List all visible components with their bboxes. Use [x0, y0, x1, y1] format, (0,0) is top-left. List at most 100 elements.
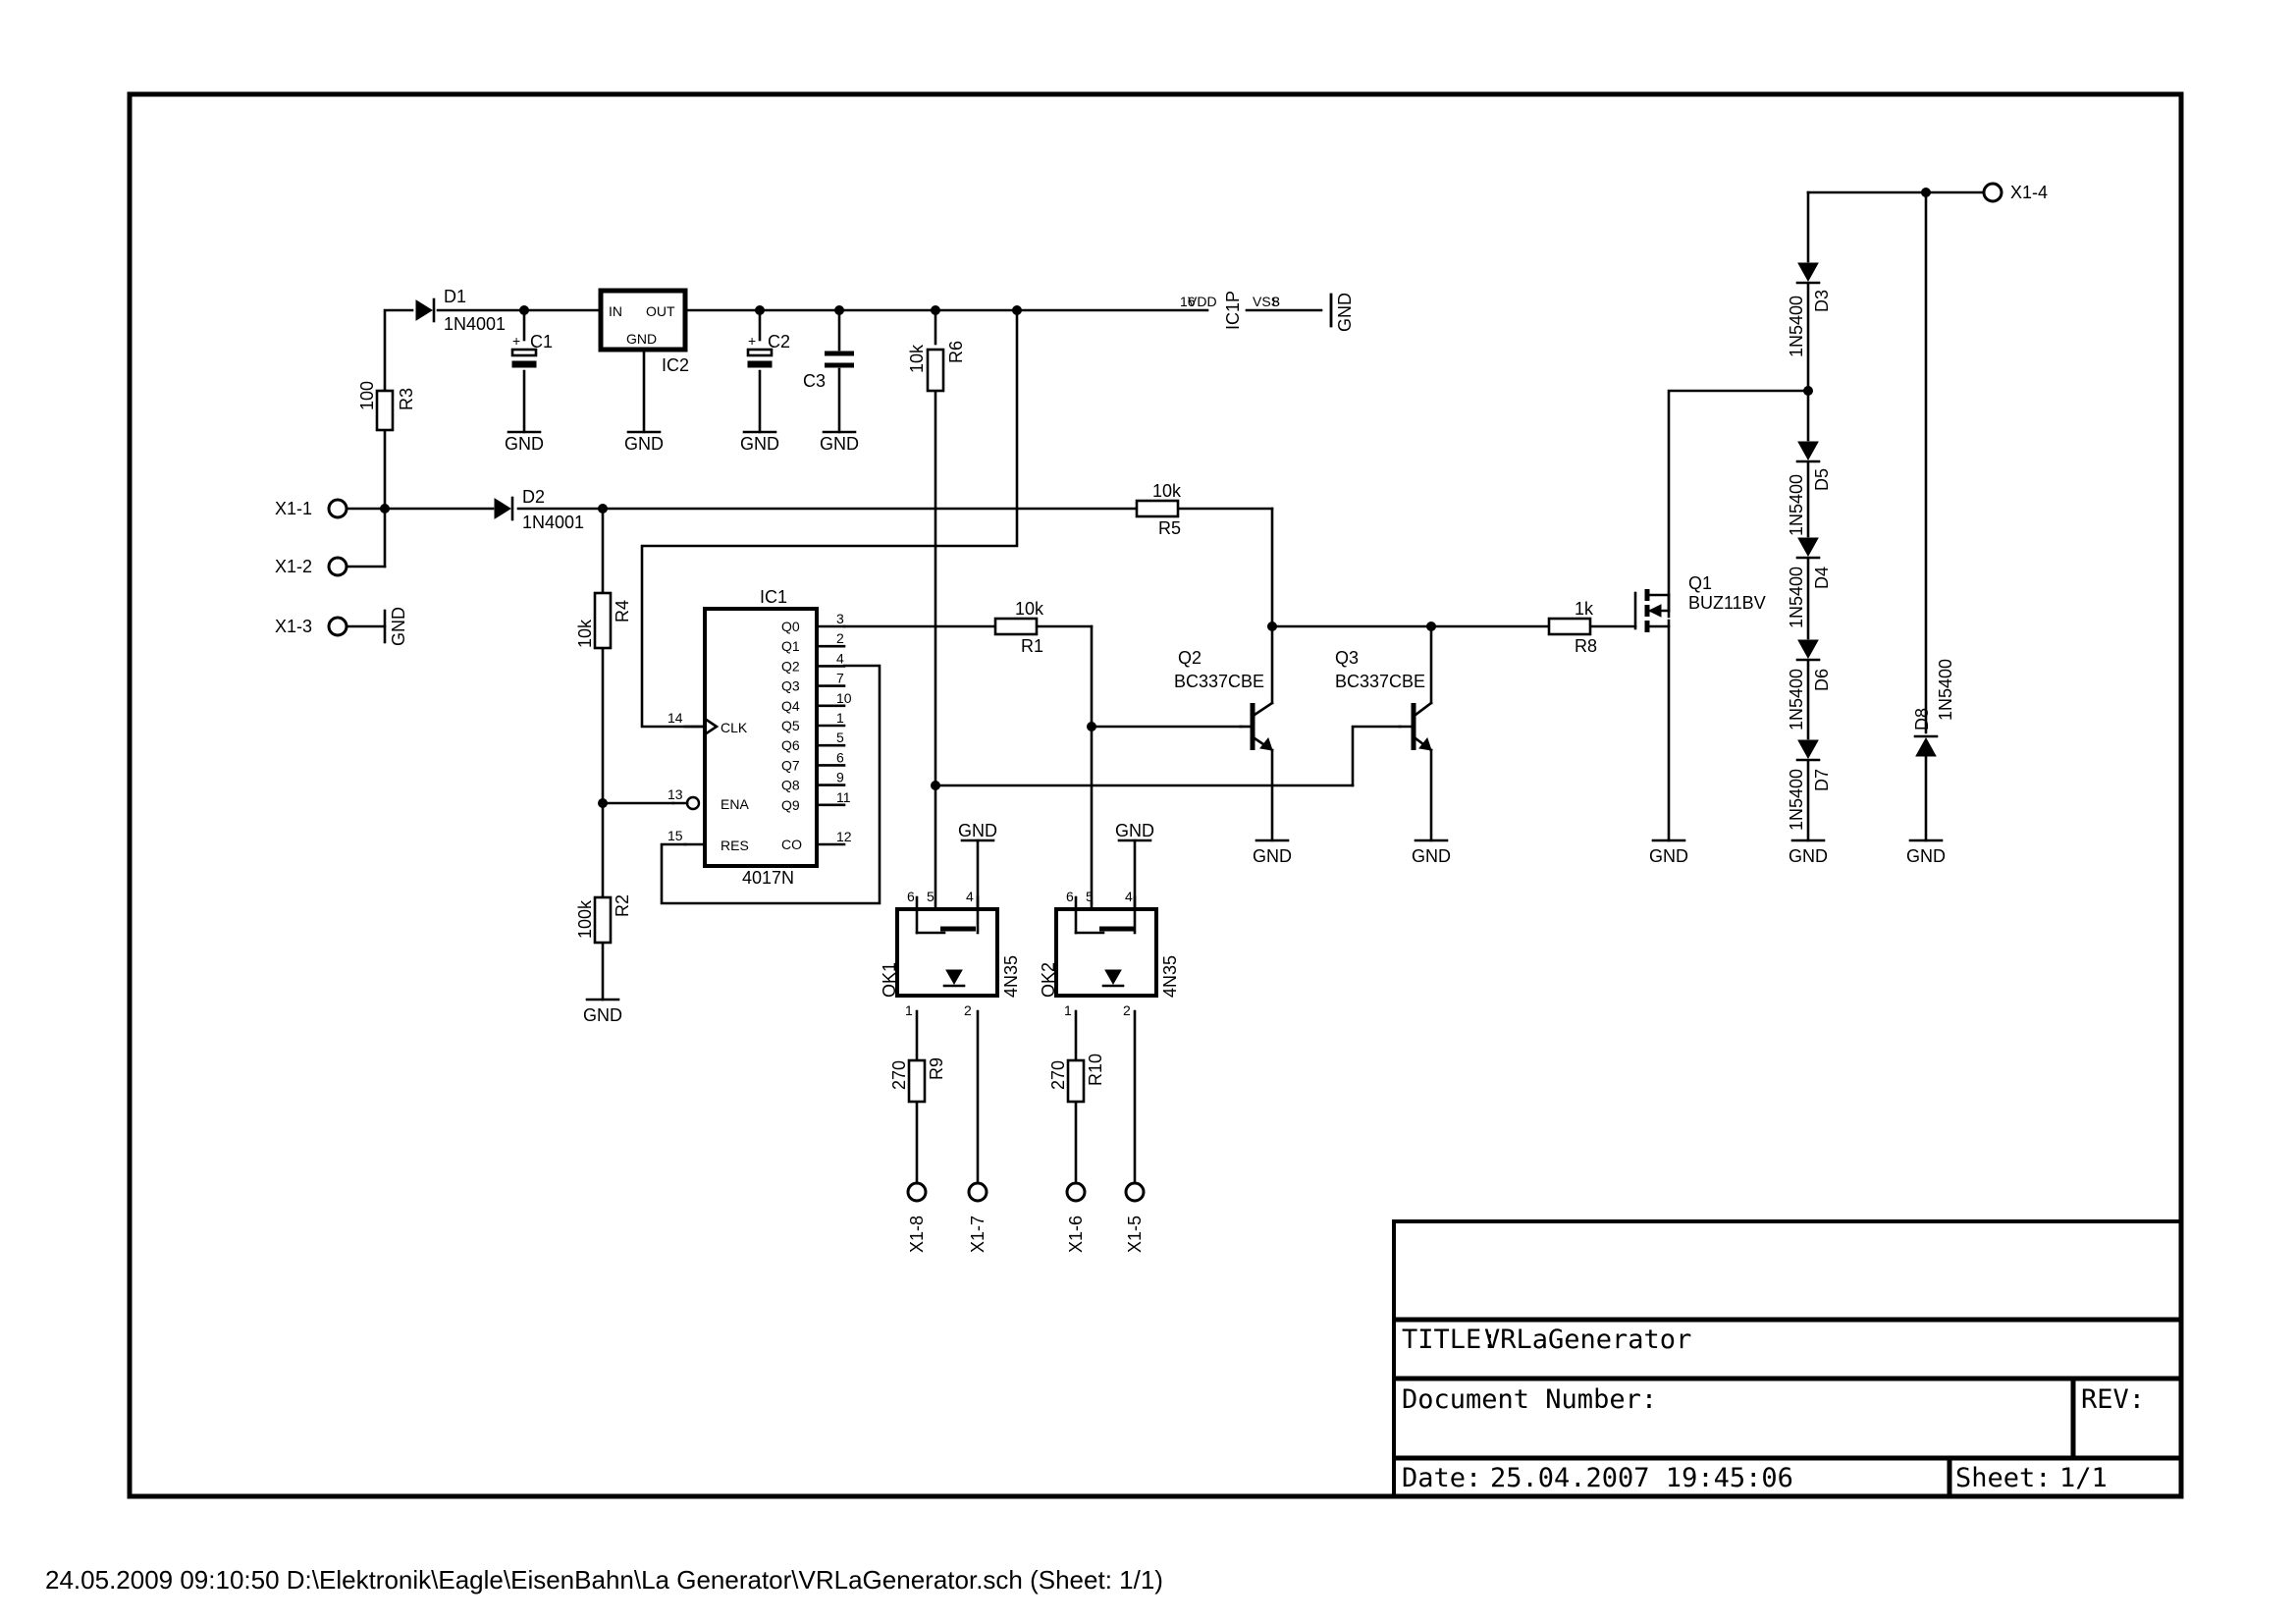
- diode-d3: 1N5400 D3: [1787, 262, 1832, 357]
- svg-text:BC337CBE: BC337CBE: [1174, 672, 1264, 691]
- svg-text:10k: 10k: [907, 344, 927, 373]
- connector-x1-7: X1-7: [967, 1181, 988, 1253]
- diode-d7: 1N5400 D7: [1787, 739, 1832, 831]
- svg-text:X1-8: X1-8: [907, 1216, 927, 1253]
- ic1-pin-num-q3: 7: [836, 671, 844, 686]
- svg-text:Q1: Q1: [1688, 573, 1712, 593]
- svg-text:GND: GND: [1335, 293, 1355, 332]
- transistor-q2: Q2 BC337CBE: [1174, 648, 1274, 752]
- resistor-r9: 270 R9: [889, 1057, 946, 1104]
- svg-text:D6: D6: [1812, 669, 1832, 691]
- svg-text:1: 1: [1064, 1002, 1072, 1018]
- resistor-r8: 1k R8: [1547, 599, 1597, 656]
- svg-text:X1-1: X1-1: [275, 499, 312, 518]
- svg-text:C3: C3: [803, 371, 826, 391]
- optocoupler-ok2: 6 5 4 1 2 OK2 4N35: [1039, 889, 1180, 1018]
- svg-text:GND: GND: [958, 821, 997, 840]
- svg-text:BC337CBE: BC337CBE: [1335, 672, 1425, 691]
- rev-label: REV:: [2081, 1384, 2145, 1415]
- ic1-pin-num-q4: 10: [836, 690, 852, 706]
- capacitor-c3: C3: [803, 351, 854, 391]
- svg-text:R8: R8: [1575, 636, 1597, 656]
- svg-text:OK1: OK1: [880, 962, 899, 998]
- resistor-r2: 100k R2: [575, 894, 632, 945]
- svg-text:GND: GND: [1253, 846, 1292, 866]
- svg-text:270: 270: [1048, 1060, 1068, 1090]
- ic1-pin-num-q5: 1: [836, 710, 844, 726]
- svg-text:1N4001: 1N4001: [522, 513, 584, 532]
- optocoupler-ok1: 6 5 4 1 2 OK1 4N35: [880, 889, 1021, 1018]
- ic1-pin-num-q9: 11: [836, 789, 851, 805]
- svg-text:R6: R6: [946, 341, 966, 363]
- svg-text:GND: GND: [1412, 846, 1451, 866]
- svg-text:GND: GND: [626, 331, 657, 347]
- diode-d5: 1N5400 D5: [1787, 441, 1832, 536]
- connector-x1-4: X1-4: [1982, 182, 2048, 203]
- svg-text:X1-3: X1-3: [275, 617, 312, 636]
- gnd-ic2: GND: [624, 430, 664, 454]
- svg-text:X1-6: X1-6: [1066, 1216, 1086, 1253]
- resistor-r10: 270 R10: [1048, 1054, 1105, 1104]
- ic1-pin-num-q6: 5: [836, 730, 844, 745]
- svg-text:R2: R2: [613, 894, 632, 917]
- svg-text:100k: 100k: [575, 899, 595, 939]
- ic1-pin-name-q1: Q1: [781, 638, 800, 654]
- svg-text:C1: C1: [530, 332, 553, 352]
- connector-x1-6: X1-6: [1065, 1181, 1087, 1253]
- resistor-r1: 10k R1: [993, 599, 1044, 656]
- svg-text:GND: GND: [820, 434, 859, 454]
- svg-text:15: 15: [667, 828, 683, 843]
- drawing-frame: [127, 91, 2184, 1499]
- svg-text:13: 13: [667, 786, 683, 802]
- svg-text:R4: R4: [613, 600, 632, 622]
- svg-text:BUZ11BV: BUZ11BV: [1688, 593, 1766, 613]
- svg-text:X1-4: X1-4: [2010, 183, 2048, 202]
- title-value: VRLaGenerator: [1484, 1325, 1691, 1355]
- svg-text:+: +: [512, 333, 520, 349]
- gnd-q1: GND: [1649, 839, 1688, 866]
- wires: [346, 190, 1985, 1186]
- gnd-c1: GND: [505, 430, 544, 454]
- title-label: TITLE:: [1402, 1325, 1498, 1355]
- ic1-pin-name-q7: Q7: [781, 757, 800, 773]
- mosfet-q1: Q1 BUZ11BV: [1633, 573, 1766, 632]
- ic1-pin-name-q6: Q6: [781, 737, 800, 753]
- svg-text:+: +: [748, 333, 756, 349]
- ic1-pin-num-q8: 9: [836, 770, 844, 785]
- diode-d1: D1 1N4001: [415, 287, 506, 334]
- svg-text:100: 100: [357, 381, 377, 410]
- svg-text:GND: GND: [583, 1005, 622, 1025]
- ic1-pin-num-q1: 2: [836, 630, 844, 646]
- capacitor-c2: + C2: [746, 332, 790, 368]
- svg-text:8: 8: [1272, 294, 1280, 309]
- ic1-pin-name-q3: Q3: [781, 678, 800, 694]
- svg-text:4017N: 4017N: [742, 868, 794, 888]
- svg-text:4N35: 4N35: [1160, 955, 1180, 998]
- svg-text:14: 14: [667, 710, 683, 726]
- svg-text:D3: D3: [1812, 290, 1832, 312]
- gnd-c2: GND: [740, 430, 779, 454]
- ic1-pin-name-co: CO: [781, 837, 802, 852]
- gnd-ok1: GND: [958, 821, 997, 842]
- svg-text:1N4001: 1N4001: [444, 314, 506, 334]
- svg-text:OUT: OUT: [646, 303, 675, 319]
- svg-text:16: 16: [1180, 294, 1196, 309]
- svg-text:1k: 1k: [1575, 599, 1594, 619]
- ic1-pin-num-q2: 4: [836, 650, 844, 666]
- gnd-d7: GND: [1789, 839, 1828, 866]
- ic1-pin-num-q7: 6: [836, 749, 844, 765]
- ic1-pin-name-q2: Q2: [781, 658, 800, 674]
- connector-x1-1: X1-1: [275, 498, 348, 519]
- svg-text:OK2: OK2: [1039, 962, 1058, 998]
- resistor-r5: 10k R5: [1135, 481, 1182, 538]
- gnd-ok2: GND: [1115, 821, 1154, 842]
- gnd-symbols: GND GND GND GND GND GND GND GND GND GND …: [505, 293, 1946, 1025]
- svg-text:270: 270: [889, 1060, 909, 1090]
- svg-text:D1: D1: [444, 287, 466, 306]
- svg-text:2: 2: [964, 1002, 972, 1018]
- svg-text:4N35: 4N35: [1001, 955, 1021, 998]
- ic1p-power: 16 VDD IC1P VSS 8: [1180, 291, 1280, 330]
- gnd-q2: GND: [1253, 839, 1292, 866]
- connector-x1-5: X1-5: [1124, 1181, 1146, 1253]
